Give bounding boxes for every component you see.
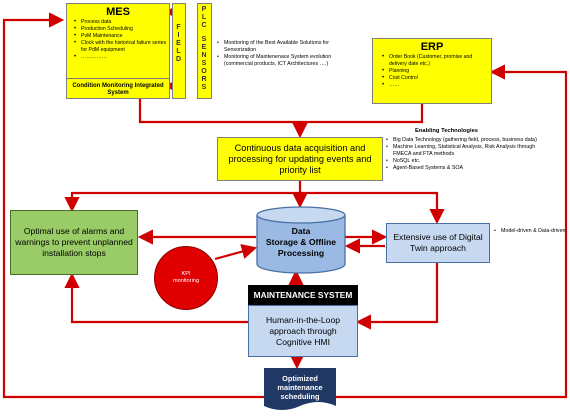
mes-item: Clock with the historical failure series…: [74, 40, 169, 54]
sensors-letter: N: [201, 52, 208, 59]
field-letter: I: [177, 32, 181, 39]
erp-item: ……: [382, 82, 489, 89]
data-storage-cylinder: Data Storage & Offline Processing: [256, 206, 346, 274]
sensors-letter: S: [201, 84, 208, 91]
document-shape: [264, 368, 336, 410]
erp-title: ERP: [420, 41, 444, 53]
plc-sensors-column: P L C S E N S O R S: [197, 3, 212, 99]
sensors-letter: E: [201, 44, 208, 51]
erp-box: ERP Order Book (Customer, promise and de…: [372, 38, 492, 104]
storage-line-2: Storage & Offline: [265, 237, 337, 247]
mes-item: PvM Maintenance: [74, 33, 169, 40]
mes-item: Production Scheduling: [74, 26, 169, 33]
data-acquisition-box: Continuous data acquisition and processi…: [217, 137, 383, 181]
monitoring-note: Monitoring of the Best Available Solutio…: [217, 40, 347, 54]
monitoring-note: Monitoring of Maintenenace System evolut…: [217, 54, 347, 68]
field-column: F I E L D: [172, 3, 186, 99]
acquisition-to-twin-line: [300, 191, 445, 225]
field-letter: D: [175, 56, 183, 63]
enabling-technologies-list: Big Data Technology (gathering field, pr…: [386, 137, 544, 172]
scheduling-document: Optimized maintenance scheduling: [264, 368, 336, 412]
model-driven-note: Model-driven & Data-driven: [494, 228, 568, 235]
enabling-item: Agent-Based Systems & SOA: [386, 165, 544, 172]
digital-twin-box: Extensive use of Digital Twin approach: [386, 223, 490, 263]
sensors-letter: O: [201, 68, 208, 75]
enabling-item: Machine Learning, Statistical Analysis, …: [386, 144, 544, 158]
plc-letter: C: [201, 22, 208, 29]
erp-items-list: Order Book (Customer, promise and delive…: [379, 54, 489, 89]
erp-to-acquisition-connector: [300, 103, 424, 124]
mes-box: MES Process data Production Scheduling P…: [66, 3, 170, 99]
enabling-technologies-title: Enabling Technologies: [415, 128, 479, 134]
storage-line-1: Data: [291, 226, 311, 236]
erp-item: Order Book (Customer, promise and delive…: [382, 54, 489, 68]
maintenance-system-body: Human-in-the-Loop approach through Cogni…: [248, 305, 358, 357]
mes-item: Process data: [74, 19, 169, 26]
kpi-monitoring-circle: KPI monitoring: [154, 246, 218, 310]
plc-letter: L: [201, 14, 208, 21]
kpi-to-storage-arrow: [214, 244, 258, 261]
sensors-letter: R: [201, 76, 208, 83]
plc-letter: P: [201, 6, 208, 13]
sensors-letter: S: [201, 36, 208, 43]
mes-title: MES: [106, 6, 130, 18]
alarms-warnings-box: Optimal use of alarms and warnings to pr…: [10, 210, 138, 275]
scheduling-label: Optimized maintenance scheduling: [277, 373, 323, 401]
storage-line-3: Processing: [277, 248, 325, 258]
acquisition-branch-line: [64, 191, 300, 213]
feedback-loop-line: [2, 12, 264, 399]
enabling-item: Big Data Technology (gathering field, pr…: [386, 137, 544, 144]
sensors-letter: S: [201, 60, 208, 67]
monitoring-notes: Monitoring of the Best Available Solutio…: [217, 40, 347, 68]
mes-item: ……………: [74, 54, 169, 61]
cylinder-shape: [256, 206, 346, 274]
mes-divider: [67, 78, 169, 79]
model-driven-text: Model-driven & Data-driven: [494, 228, 568, 235]
maintenance-to-alarms-arrow: [64, 272, 248, 324]
field-letter: L: [176, 48, 182, 55]
twin-to-maintenance-arrow: [355, 262, 439, 330]
maintenance-system-header: MAINTENANCE SYSTEM: [248, 285, 358, 305]
condition-monitoring-label: Condition Monitoring Integrated System: [72, 82, 164, 96]
field-letter: E: [176, 40, 182, 47]
mes-items-list: Process data Production Scheduling PvM M…: [71, 19, 169, 61]
erp-item: Planning: [382, 68, 489, 75]
erp-item: Cost Control: [382, 75, 489, 82]
field-letter: F: [176, 24, 182, 31]
mes-to-acquisition-connector: [138, 98, 308, 139]
enabling-item: NoSQL etc.: [386, 158, 544, 165]
